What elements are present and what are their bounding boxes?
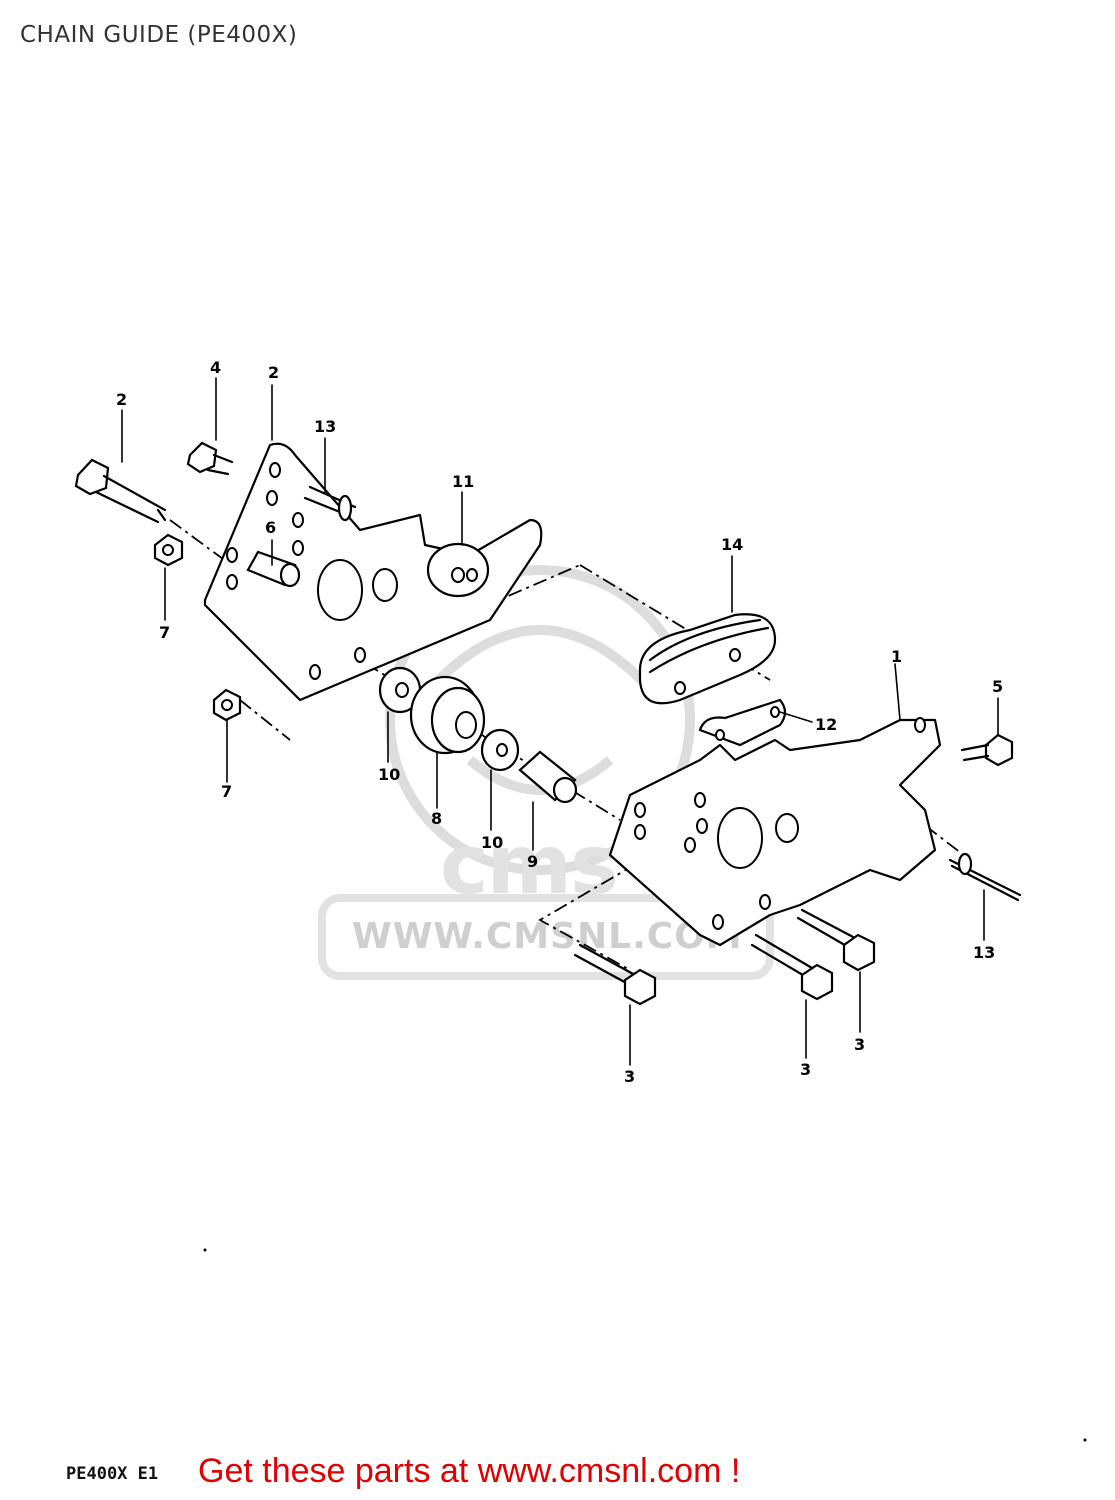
callout-11: 11 [452, 472, 474, 491]
call-to-action-link[interactable]: Get these parts at www.cmsnl.com ! [198, 1452, 741, 1490]
callout-3-top: 2 [116, 390, 127, 409]
callout-12: 12 [815, 715, 837, 734]
callout-7-top: 7 [159, 623, 170, 642]
watermark-logo-text: cms [440, 818, 619, 913]
callout-4: 4 [210, 358, 221, 377]
bolt-4 [186, 441, 234, 476]
bolt-5 [960, 733, 1014, 767]
spacer-6 [246, 550, 301, 588]
bolt-3-d [796, 908, 876, 972]
nut-7-b [212, 688, 242, 722]
callout-13-top: 13 [314, 417, 336, 436]
callout-6: 6 [265, 518, 276, 537]
callout-3-bottom-a: 3 [624, 1067, 635, 1086]
bolt-3-a [74, 458, 167, 524]
plate-1 [608, 717, 942, 947]
plate-2 [203, 442, 543, 702]
spacer-9 [518, 750, 578, 804]
callout-1: 1 [891, 647, 902, 666]
callout-3-bottom-b: 3 [800, 1060, 811, 1079]
callout-7-bottom: 7 [221, 782, 232, 801]
rivet-13-a [303, 485, 357, 522]
rivet-13-b [948, 852, 1022, 902]
nut-7-a [153, 533, 184, 567]
roller-8 [409, 675, 486, 755]
callout-9: 9 [527, 852, 538, 871]
callout-3-bottom-c: 3 [854, 1035, 865, 1054]
bolt-3-b [573, 943, 657, 1006]
roller-11 [426, 542, 490, 598]
callout-5: 5 [992, 677, 1003, 696]
callout-10-right: 10 [481, 833, 503, 852]
callout-13-bottom: 13 [973, 943, 995, 962]
guide-pad-14 [638, 613, 777, 705]
callout-8: 8 [431, 809, 442, 828]
bracket-12 [698, 698, 787, 747]
callout-14: 14 [721, 535, 743, 554]
callout-10-left: 10 [378, 765, 400, 784]
callout-2: 2 [268, 363, 279, 382]
bolt-3-c [750, 933, 834, 1001]
diagram-code: PE400X E1 [66, 1464, 159, 1484]
washer-10-b [480, 728, 520, 772]
page-title: CHAIN GUIDE (PE400X) [20, 22, 298, 48]
